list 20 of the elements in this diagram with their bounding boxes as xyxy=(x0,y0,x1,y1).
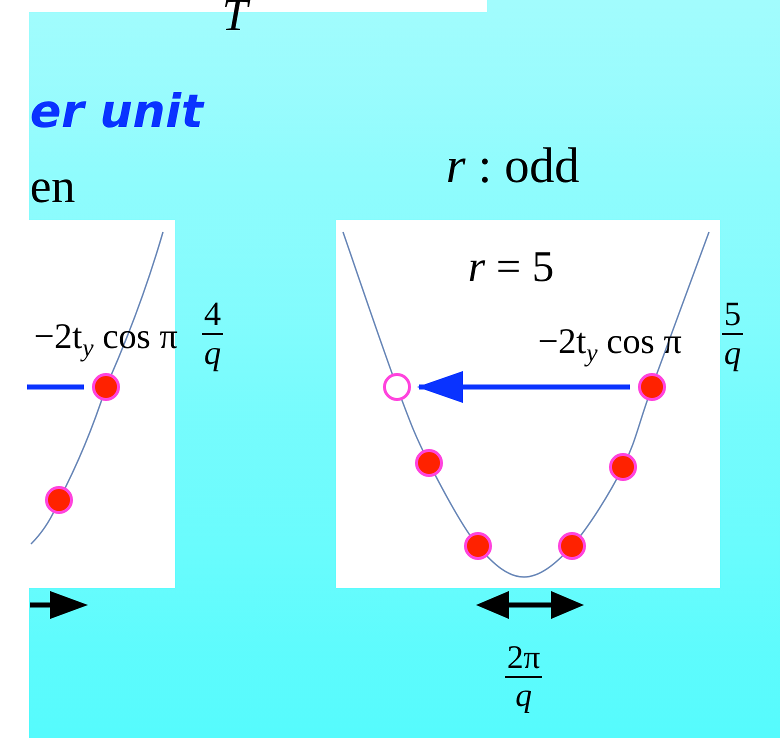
occupied-state-dot xyxy=(558,532,586,560)
heading: er unit xyxy=(30,88,204,134)
math-label: r : odd xyxy=(446,140,580,190)
occupied-state-dot xyxy=(92,373,120,401)
math-label: r = 5 xyxy=(468,245,554,289)
occupied-state-dot xyxy=(415,449,443,477)
fraction-numerator: 4 xyxy=(203,296,222,334)
fraction-denominator: q xyxy=(723,335,742,373)
occupied-state-dot xyxy=(638,373,666,401)
math-label: T xyxy=(222,0,248,38)
occupied-state-dot xyxy=(609,453,637,481)
fraction-denominator: q xyxy=(203,335,222,373)
fraction-numerator: 5 xyxy=(723,296,742,334)
fraction-numerator: 2π xyxy=(506,640,542,676)
arrow xyxy=(417,371,630,403)
empty-state-circle xyxy=(383,373,411,401)
occupied-state-dot xyxy=(45,486,73,514)
math-label: en xyxy=(30,163,76,211)
fraction-denominator: q xyxy=(514,678,533,715)
occupied-state-dot xyxy=(464,532,492,560)
